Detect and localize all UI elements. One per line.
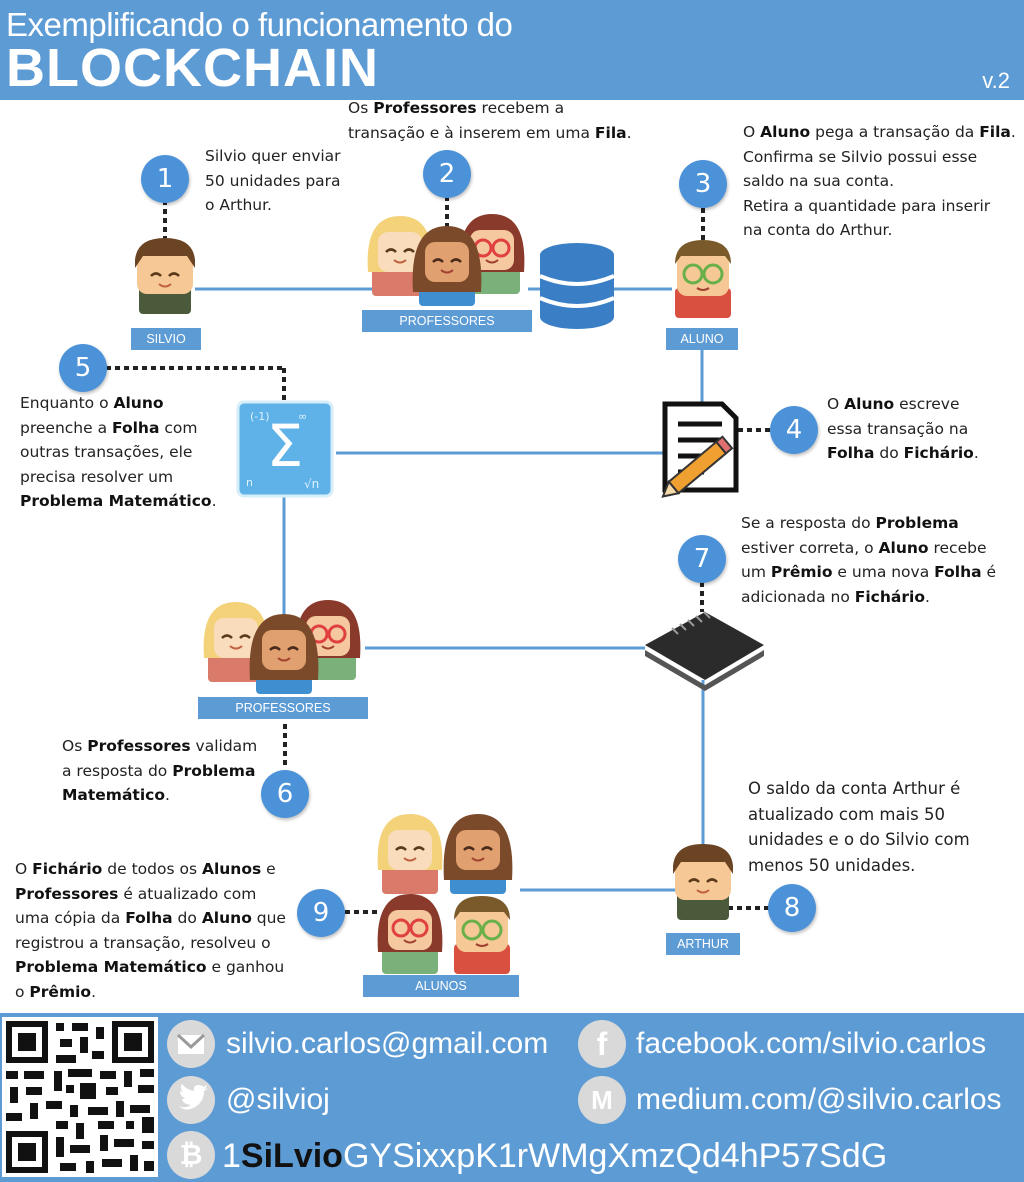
text-line: Matemático. [62,786,170,804]
label-professores-top: PROFESSORES [362,310,532,332]
step-7-badge: 7 [678,535,726,583]
text-line: Silvio quer enviar [205,147,341,165]
text-line: Enquanto o Aluno [20,394,164,412]
label-professores-mid: PROFESSORES [198,697,368,719]
svg-text:n: n [246,476,253,489]
medium-icon: M [578,1076,626,1124]
version-label: v.2 [982,68,1010,93]
text-line: O Aluno escreve [827,395,960,413]
medium-link[interactable]: medium.com/@silvio.carlos [636,1083,1002,1116]
svg-text:∞: ∞ [298,410,307,423]
text-line: Os Professores recebem a [348,99,565,117]
qr-code [2,1017,158,1177]
twitter-link[interactable]: @silvioj [226,1083,330,1116]
step-1-badge: 1 [141,155,189,203]
step-5-text: Enquanto o Aluno preenche a Folha com outr… [20,391,217,514]
text-line: outras transações, ele [20,443,193,461]
step-6-badge: 6 [261,770,309,818]
label-arthur: ARTHUR [666,933,740,955]
step-3-text: O Aluno pega a transação da Fila. Confirm… [743,120,1016,243]
arthur-avatar [671,842,735,922]
text-line: essa transação na [827,419,969,438]
text-line: o Arthur. [205,196,272,214]
bitcoin-icon: ₿ [167,1131,215,1179]
text-line: O Aluno pega a transação da Fila. [743,123,1016,141]
step-5-badge: 5 [59,344,107,392]
text-line: o Prêmio. [15,982,96,1001]
step-1-text: Silvio quer enviar 50 unidades para o Arth… [205,144,341,218]
text-line: precisa resolver um [20,467,174,486]
label-silvio: SILVIO [131,328,201,350]
text-line: O saldo da conta Arthur é [748,779,961,798]
text-line: transação e à inserem em uma Fila. [348,123,632,142]
text-line: Problema Matemático. [20,492,217,510]
step-4-badge: 4 [770,406,818,454]
text-line: saldo na sua conta. [743,172,895,190]
twitter-icon [167,1076,215,1124]
aluno-avatar [673,238,733,320]
svg-text:(-1): (-1) [250,410,270,423]
text-line: Confirma se Silvio possui esse [743,147,978,166]
header-banner: Exemplificando o funcionamento do BLOCKC… [0,0,1024,100]
text-line: a resposta do Problema [62,761,256,780]
step-8-text: O saldo da conta Arthur é atualizado com … [748,776,970,878]
text-line: unidades e o do Silvio com [748,830,970,849]
step-8-badge: 8 [768,884,816,932]
header-subtitle: Exemplificando o funcionamento do [6,6,513,43]
step-9-text: O Fichário de todos os Alunos e Professor… [15,857,286,1004]
btc-prefix: 1 [222,1137,241,1175]
text-line: adicionada no Fichário. [741,587,930,606]
silvio-avatar [133,236,197,316]
text-line: 50 unidades para [205,171,341,190]
header-title: BLOCKCHAIN [6,38,379,98]
label-alunos: ALUNOS [363,975,519,997]
math-problem-icon: Σ (-1) ∞ n √n [236,400,334,498]
text-line: Professores é atualizado com [15,884,257,903]
text-line: Problema Matemático e ganhou [15,958,285,976]
step-3-badge: 3 [679,160,727,208]
email-link[interactable]: silvio.carlos@gmail.com [226,1027,549,1060]
notebook-icon [645,611,764,691]
svg-text:√n: √n [304,477,319,491]
facebook-link[interactable]: facebook.com/silvio.carlos [636,1027,987,1060]
step-4-text: O Aluno escreve essa transação na Folha do… [827,392,979,466]
btc-suffix: GYSixxpK1rWMgXmzQd4hP57SdG [342,1137,888,1175]
facebook-icon: f [578,1020,626,1068]
text-line: estiver correta, o Aluno recebe [741,538,987,557]
text-line: atualizado com mais 50 [748,804,945,824]
svg-text:Σ: Σ [267,412,304,480]
bitcoin-address[interactable]: 1SiLvioGYSixxpK1rWMgXmzQd4hP57SdG [222,1136,887,1176]
diagram-canvas: Σ (-1) ∞ n √n [106,196,772,976]
text-line: Folha do Fichário. [827,444,979,462]
text-line: Retira a quantidade para inserir [743,196,991,215]
text-line: preenche a Folha com [20,418,198,437]
text-line: um Prêmio e uma nova Folha é [741,563,997,581]
step-6-text: Os Professores validam a resposta do Prob… [62,734,257,808]
step-2-text: Os Professores recebem a transação e à in… [348,96,632,145]
alunos-group [376,812,514,976]
step-2-badge: 2 [423,150,471,198]
text-line: O Fichário de todos os Alunos e [15,860,276,878]
text-line: menos 50 unidades. [748,855,916,875]
text-line: registrou a transação, resolveu o [15,933,271,952]
label-aluno: ALUNO [666,328,738,350]
text-line: Se a resposta do Problema [741,514,959,532]
step-9-badge: 9 [297,889,345,937]
professores-top-group [366,212,526,308]
mail-icon [167,1020,215,1068]
step-7-text: Se a resposta do Problema estiver correta… [741,511,996,609]
database-icon [539,243,615,329]
text-line: uma cópia da Folha do Aluno que [15,909,286,927]
document-pencil-icon [661,401,739,498]
professores-mid-group [202,598,362,696]
text-line: Os Professores validam [62,737,258,755]
text-line: na conta do Arthur. [743,221,893,239]
btc-highlight: SiLvio [240,1137,343,1175]
